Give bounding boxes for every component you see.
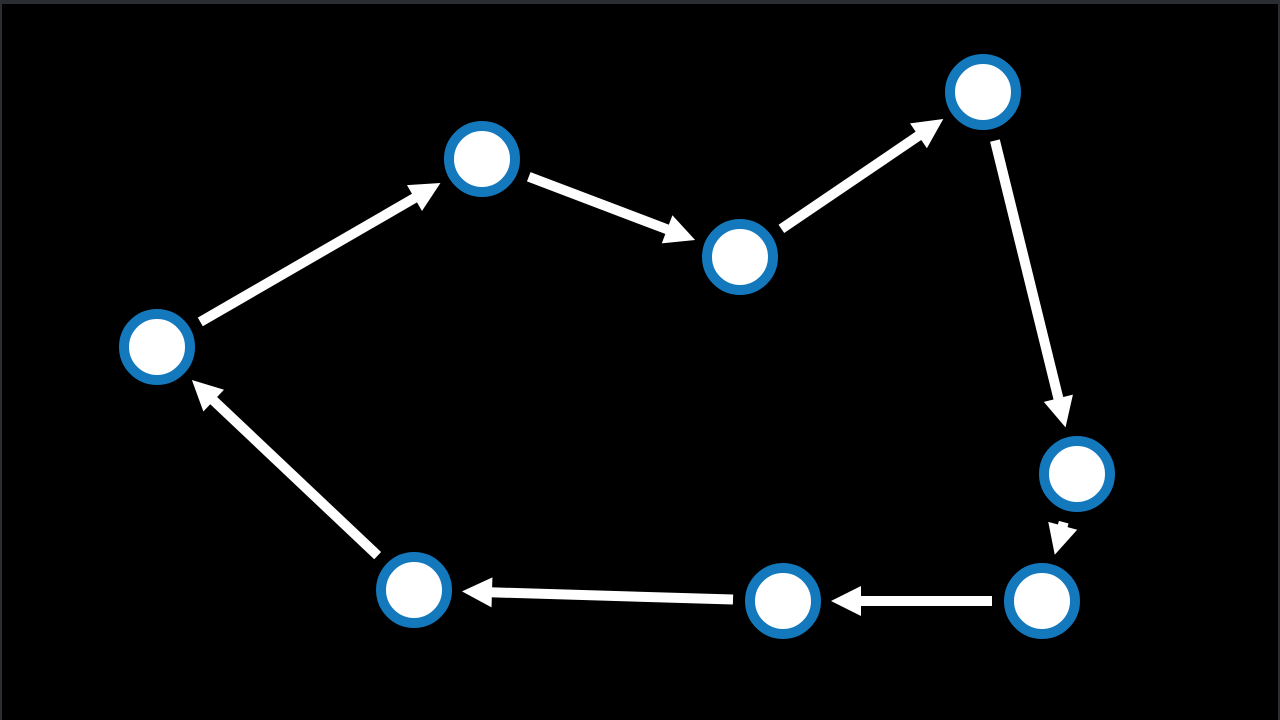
node-top-middle — [702, 219, 778, 295]
node-upper-left — [444, 121, 520, 197]
window-left-edge — [0, 0, 2, 720]
arrowhead-icon — [1048, 521, 1078, 555]
node-bottom-left — [376, 552, 452, 628]
node-bottom-right — [1004, 563, 1080, 639]
window-top-edge — [0, 0, 1280, 4]
graph-edge-n3-n4 — [778, 130, 923, 234]
arrowhead-icon — [461, 577, 493, 608]
graph-edge-n1-n2 — [197, 192, 419, 327]
node-right — [1039, 436, 1115, 512]
arrowhead-icon — [661, 215, 696, 244]
arrowhead-icon — [831, 586, 861, 616]
graph-edge-n4-n5 — [990, 139, 1064, 402]
arrowhead-icon — [910, 118, 944, 149]
graph-edge-n7-n8 — [489, 587, 734, 605]
arrowhead-icon — [191, 379, 224, 412]
graph-edge-n2-n3 — [526, 172, 671, 235]
node-left — [119, 309, 195, 385]
graph-edge-n8-n1 — [208, 395, 382, 560]
arrowhead-icon — [406, 183, 441, 212]
node-top-right — [945, 54, 1021, 130]
node-bottom-center — [745, 563, 821, 639]
arrowhead-icon — [1043, 394, 1073, 428]
window-right-edge — [1278, 0, 1280, 720]
